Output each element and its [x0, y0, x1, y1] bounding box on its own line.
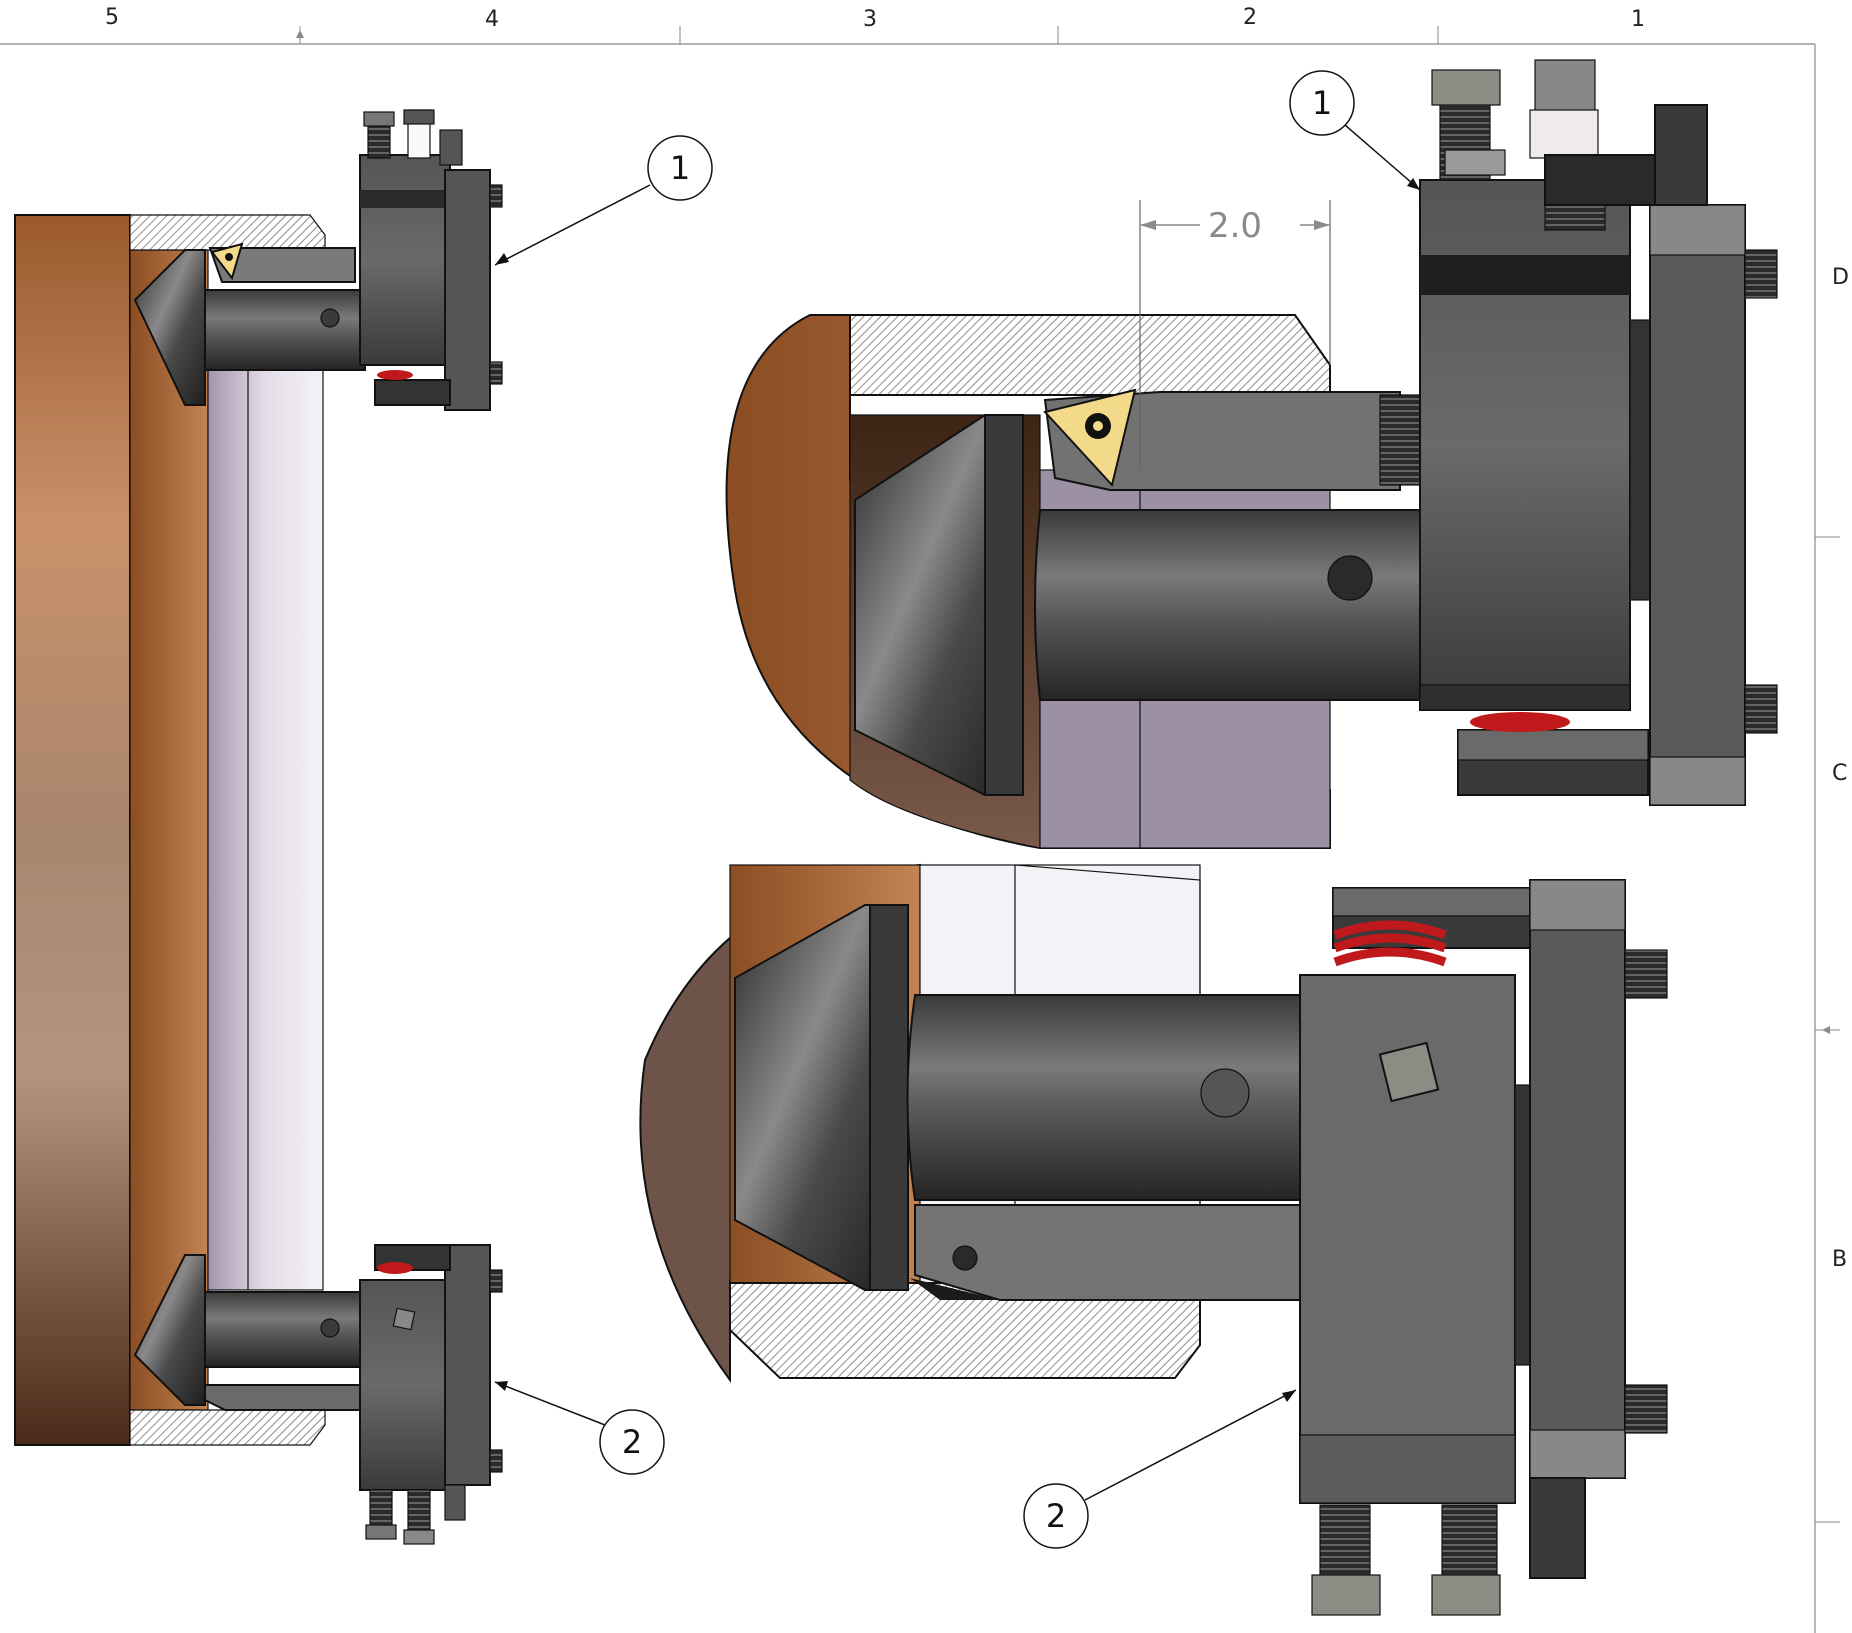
backing-plate-detail-top [1649, 204, 1746, 806]
clamp-handle [1529, 1477, 1586, 1579]
column-label-2: 2 [1243, 5, 1257, 30]
center-mark-top-icon [296, 30, 304, 38]
cutting-insert-top [210, 242, 244, 281]
shaft-top [204, 289, 366, 371]
column-label-5: 5 [105, 5, 119, 30]
tool-holder-bottom [204, 1384, 361, 1411]
detail-view-bottom: 2 [639, 863, 1668, 1616]
leader-arrow-icon [1407, 178, 1420, 190]
balloon-right-bottom: 2 [1023, 1389, 1297, 1549]
dimension-arrow-icon [1140, 220, 1156, 230]
row-labels: D C B [1832, 265, 1849, 1272]
leader-arrow-icon [1282, 1390, 1296, 1402]
shaft-detail-bottom [906, 994, 1306, 1201]
balloon-label: 2 [1046, 1497, 1066, 1535]
column-label-3: 3 [863, 7, 877, 32]
shaft-bottom [204, 1291, 366, 1368]
balloon-label: 2 [622, 1423, 642, 1461]
tool-assembly-top [133, 109, 503, 411]
balloon-left-top: 1 [494, 135, 713, 266]
spring-detail-top [1470, 712, 1570, 732]
leader-arrow-icon [495, 1381, 508, 1391]
cutting-insert-detail-top [1043, 388, 1137, 488]
dimension-arrow-icon [1314, 220, 1330, 230]
spring-bottom [377, 1262, 413, 1274]
row-label-c: C [1832, 761, 1847, 786]
center-mark-right-icon [1822, 1026, 1830, 1034]
pipe-bore [207, 359, 324, 1291]
column-label-1: 1 [1631, 7, 1645, 32]
clamp-block-top [359, 154, 451, 366]
dimension-2-0: 2.0 [1139, 200, 1331, 470]
bolt-head-icon [403, 109, 435, 125]
detail-view-top: 2.0 1 [725, 59, 1778, 849]
pipe-wall-section-bottom [129, 1409, 326, 1446]
tool-holder-detail-bottom [914, 1204, 1306, 1301]
nut-icon [1311, 1574, 1381, 1616]
nut-icon [1431, 1574, 1501, 1616]
shaft-detail-top [1034, 509, 1421, 701]
sheet-border [0, 26, 1840, 1633]
tool-assembly-bottom [133, 1244, 503, 1545]
pipe-wall-section-detail-top [849, 314, 1331, 396]
pipe-wall-section-top [129, 214, 326, 251]
spring-detail-bottom [1333, 920, 1447, 967]
balloon-right-top: 1 [1289, 70, 1421, 191]
bolt-head-icon [403, 1529, 435, 1545]
backing-plate-bottom [444, 1244, 491, 1486]
leader-arrow-icon [495, 253, 509, 265]
balloon-label: 1 [1312, 84, 1332, 122]
backing-plate-detail-bottom [1529, 879, 1626, 1479]
spring-top [377, 370, 413, 380]
bolt-head-icon [363, 111, 395, 127]
balloon-label: 1 [670, 149, 690, 187]
row-label-d: D [1832, 265, 1849, 290]
tool-holder-top [208, 247, 356, 283]
left-section-view: 1 2 [14, 109, 713, 1545]
column-label-4: 4 [485, 7, 499, 32]
square-plug-icon [1378, 1041, 1440, 1103]
tool-holder-detail-top [1043, 391, 1401, 491]
clamp-handle [1654, 104, 1708, 206]
balloon-left-bottom: 2 [494, 1381, 665, 1475]
column-labels: 5 4 3 2 1 [105, 5, 1645, 32]
flange-face [14, 214, 131, 1446]
bolt-head-icon [365, 1524, 397, 1540]
row-label-b: B [1832, 1247, 1847, 1272]
flange-bore [129, 249, 209, 1411]
backing-plate-top [444, 169, 491, 411]
nut-icon [1431, 69, 1501, 106]
dimension-value: 2.0 [1208, 206, 1262, 246]
